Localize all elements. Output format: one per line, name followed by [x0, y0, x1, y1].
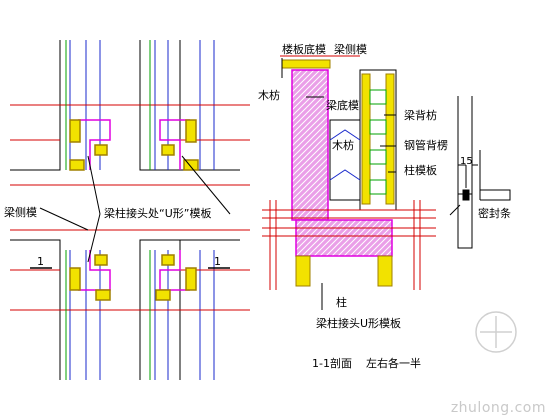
section-beam-back-batten-label: 梁背枋 [404, 109, 437, 122]
section-slab-bottom-form-label: 楼板底模 [282, 43, 326, 56]
beam-back-battens [369, 89, 387, 195]
plan-green-lines [65, 40, 151, 380]
section-column-form-label: 柱模板 [404, 164, 437, 177]
section-timber-left-label: 木枋 [258, 89, 280, 102]
section-steel-tube-label: 钢管背楞 [404, 139, 448, 152]
detail-seal-strip-label: 密封条 [478, 207, 511, 220]
watermark-text: zhulong.com [450, 400, 546, 416]
plan-joint-u-form-label: 梁柱接头处“U形”模板 [104, 207, 212, 220]
section-view [262, 55, 436, 310]
plan-section-mark-left: 1 [37, 255, 44, 268]
watermark-logo [475, 311, 517, 353]
plan-leaders [39, 155, 231, 263]
section-beam-bottom-form-label: 梁底模 [326, 99, 359, 112]
slab-bottom-form [281, 59, 331, 69]
plan-section-mark-right: 1 [214, 255, 221, 268]
section-column-label: 柱 [336, 296, 347, 309]
section-beam-side-form-label: 梁侧模 [334, 43, 367, 56]
plan-beam-side-form-label: 梁侧模 [4, 206, 37, 219]
beam-left-side [291, 69, 329, 221]
section-caption-note: 左右各一半 [366, 357, 421, 370]
detail-dimension: 15 [460, 156, 473, 167]
plan-view [10, 40, 250, 380]
plan-u-form-tr [159, 119, 199, 171]
seal-detail [449, 96, 511, 249]
section-joint-u-form-label: 梁柱接头U形模板 [316, 317, 402, 330]
section-timber-inner-label: 木枋 [332, 139, 354, 152]
column-u-form [295, 219, 393, 257]
steel-tubes [262, 200, 436, 290]
plan-u-form-br [155, 250, 197, 301]
plan-u-form-bl [69, 250, 111, 301]
section-caption: 1-1剖面 [312, 357, 352, 370]
section-leaders [306, 96, 396, 310]
plan-red-lines [10, 104, 250, 311]
plan-u-form-tl [69, 119, 111, 171]
